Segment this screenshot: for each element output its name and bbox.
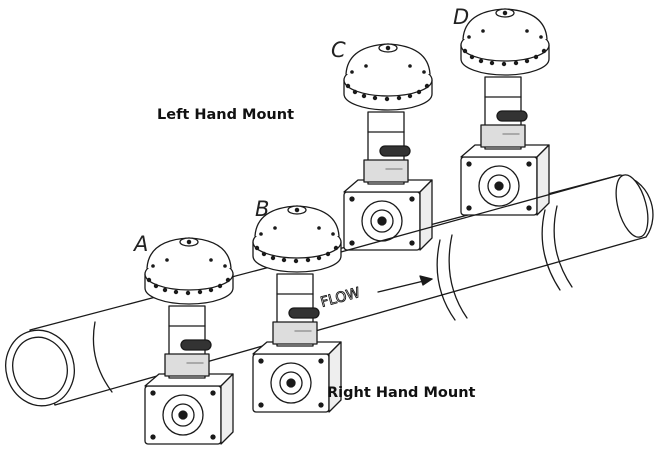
- right-hand-mount-label: Right Hand Mount: [327, 385, 476, 401]
- actuator-label-c: C: [331, 38, 346, 62]
- actuator-label-b: B: [255, 197, 270, 221]
- pipe-coupling-1: [92, 321, 113, 393]
- pipe-coupling-2: [436, 234, 468, 321]
- left-hand-mount-label: Left Hand Mount: [157, 107, 294, 123]
- actuator-d: [460, 8, 550, 216]
- actuator-label-d: D: [453, 5, 470, 29]
- pipe-bore: [12, 336, 68, 400]
- pipe-end-far: [615, 174, 649, 238]
- pipe-coupling-3: [541, 205, 573, 291]
- actuator-c: [343, 43, 433, 251]
- actuator-label-a: A: [134, 232, 149, 256]
- pipe-top-edge: [329, 174, 621, 256]
- flow-arrow-head: [419, 275, 433, 286]
